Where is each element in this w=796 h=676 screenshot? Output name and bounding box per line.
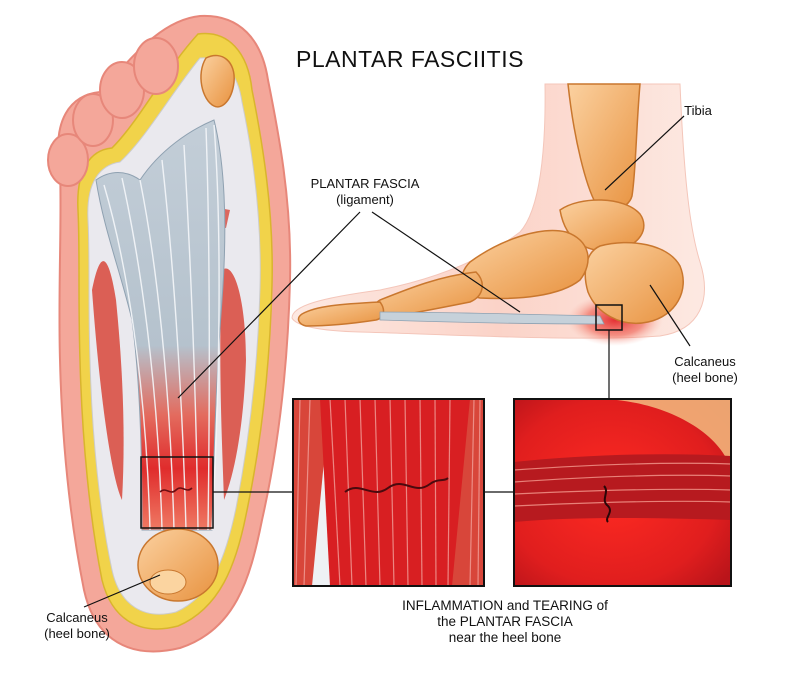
diagram-title: PLANTAR FASCIITIS: [296, 46, 524, 72]
caption-line1: INFLAMMATION and TEARING of: [402, 598, 608, 613]
toe-bones: [297, 301, 385, 327]
plantar-fascia-label-line2: (ligament): [336, 191, 394, 207]
plantar-fascia-side: [379, 311, 605, 325]
fascia-fibres: [103, 124, 220, 531]
zoom-panel-fascia-frame: [292, 398, 485, 587]
tear-mark-left: [159, 487, 193, 493]
tear-mark-zoom-left: [344, 477, 449, 493]
heel-bone-left-tuber: [149, 569, 187, 595]
caption-line3: near the heel bone: [448, 630, 562, 646]
zoom-panel-fascia: [293, 399, 484, 586]
sole-muscle-lateral: [92, 261, 124, 500]
calcaneus-label-left: Calcaneus (heel bone): [22, 610, 132, 641]
leader-calcaneus-right: [649, 284, 691, 347]
tear-mark-zoom-right: [603, 485, 611, 523]
leader-fascia-to-side: [371, 211, 521, 313]
zoom-panel-heel: [514, 399, 731, 586]
leader-fascia-to-sole: [177, 211, 361, 399]
toe-2: [72, 93, 114, 147]
sole-muscle-medial: [220, 268, 246, 500]
calcaneus-label-left-line1: Calcaneus: [46, 610, 108, 625]
sole-of-foot: [47, 14, 292, 653]
big-toe-bone: [200, 54, 235, 108]
toe-4: [133, 37, 179, 95]
caption: INFLAMMATION and TEARING of the PLANTAR …: [360, 598, 650, 647]
plantar-fascia-label-line1: PLANTAR FASCIA: [310, 176, 420, 191]
calcaneus-bone-right: [584, 241, 684, 324]
calcaneus-label-right-line2: (heel bone): [672, 369, 738, 385]
caption-line2: the PLANTAR FASCIA: [437, 614, 573, 630]
calcaneus-label-left-line2: (heel bone): [44, 625, 110, 641]
leader-tibia: [604, 115, 685, 191]
leader-lines: [83, 115, 691, 608]
tibia-label: Tibia: [684, 103, 712, 118]
calcaneus-label-right: Calcaneus (heel bone): [650, 354, 760, 385]
side-foot: [291, 83, 705, 346]
zoom-panel-heel-frame: [513, 398, 732, 587]
calcaneus-label-right-line1: Calcaneus: [674, 354, 736, 369]
leader-calcaneus-left: [83, 574, 161, 608]
toe-1: [47, 133, 89, 187]
plantar-fascia-label: PLANTAR FASCIA (ligament): [290, 176, 440, 207]
